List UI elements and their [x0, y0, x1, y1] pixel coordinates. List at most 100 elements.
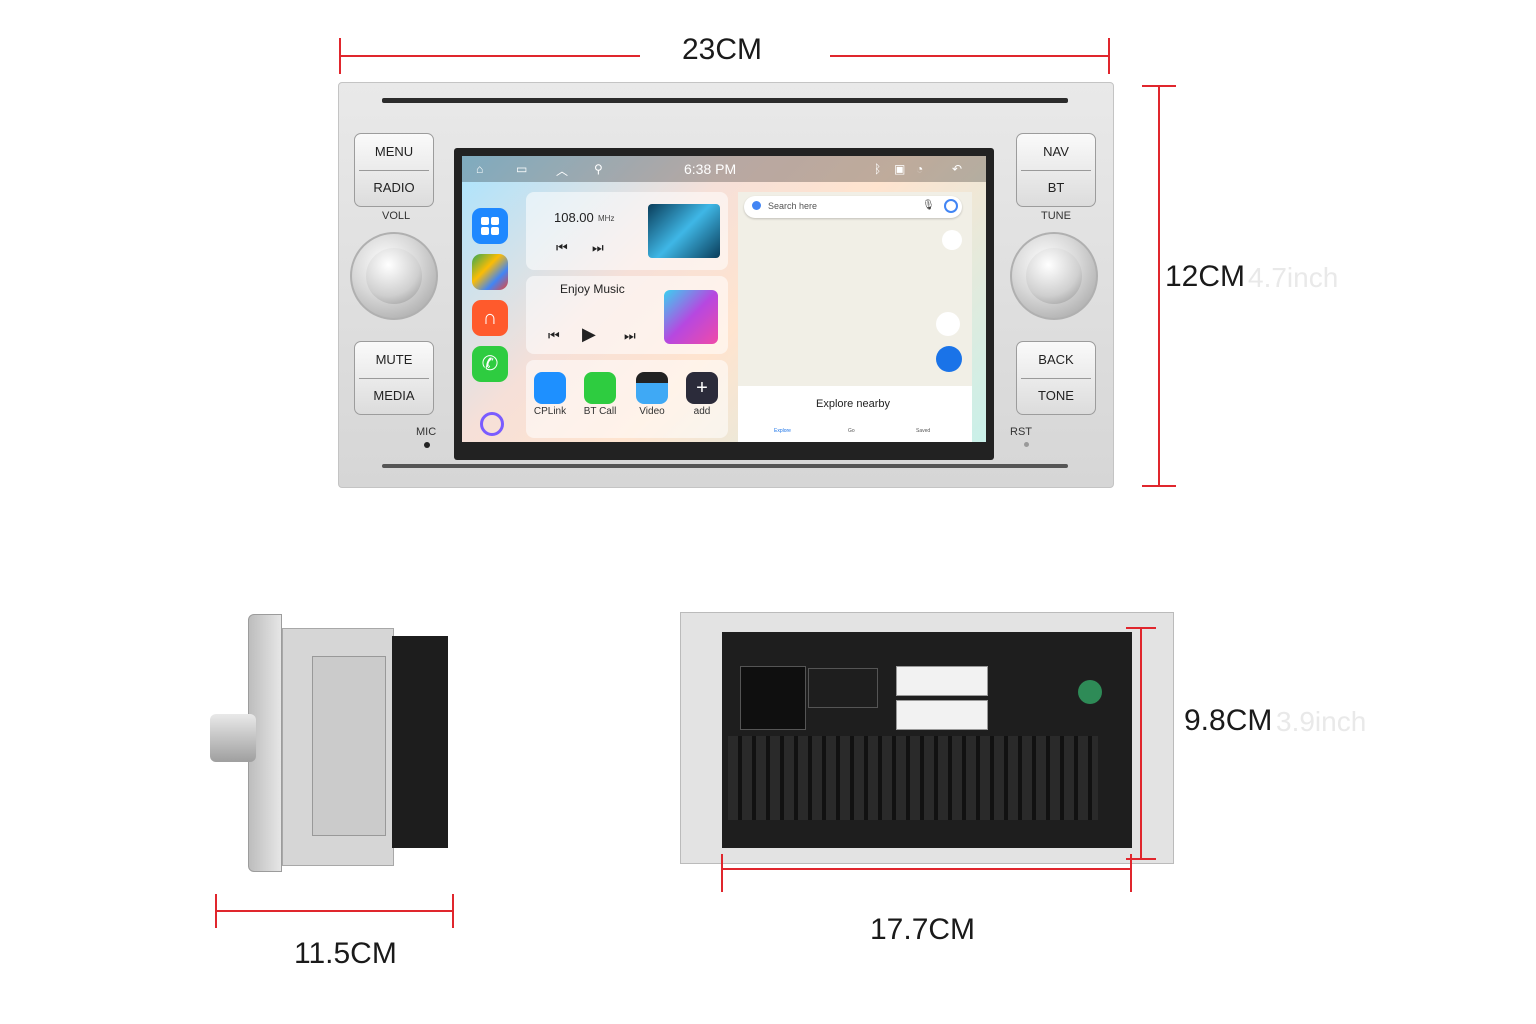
back-label: BACK — [1038, 352, 1074, 367]
media-label: MEDIA — [373, 388, 415, 403]
account-icon[interactable] — [944, 199, 958, 213]
app-label: Video — [639, 406, 665, 417]
depth-dimension-line — [216, 910, 454, 912]
apps-grid-icon[interactable] — [472, 208, 508, 244]
phone-icon — [584, 372, 616, 404]
bt-label: BT — [1047, 180, 1065, 195]
button-divider — [359, 170, 429, 171]
directions-icon[interactable] — [936, 346, 962, 372]
disc-slot-top — [382, 98, 1068, 103]
app-add[interactable]: + add — [684, 372, 720, 417]
wifi-icon: ◔ — [916, 162, 924, 176]
tab-go[interactable]: Go — [848, 428, 855, 434]
layers-icon[interactable] — [942, 230, 962, 250]
rear-height-dimension-line — [1140, 628, 1142, 860]
home-icon[interactable]: ⌂ — [476, 162, 484, 176]
phone-icon[interactable]: ✆ — [472, 346, 508, 382]
mute-media-button[interactable]: MUTE MEDIA — [354, 341, 434, 415]
music-title: Enjoy Music — [560, 282, 625, 296]
search-placeholder: Search here — [768, 201, 818, 211]
app-video[interactable]: Video — [634, 372, 670, 417]
rear-connector-block — [896, 700, 988, 730]
radio-unit: MHz — [598, 214, 615, 223]
tab-explore[interactable]: Explore — [774, 428, 791, 434]
rear-iso-port — [740, 666, 806, 730]
touch-display[interactable]: ⌂ ▭ ︿ ⚲ 6:38 PM ᛒ ▣ ◔ ↶ ∩ ✆ 108.00 MHz ⏮… — [462, 156, 986, 442]
mic-icon[interactable]: 🎙 — [922, 200, 935, 211]
recent-apps-icon[interactable]: ▭ — [516, 162, 528, 176]
radio-widget[interactable]: 108.00 MHz ⏮ ⏭ — [526, 192, 728, 270]
play-icon[interactable]: ▶ — [582, 324, 596, 344]
clapperboard-icon — [636, 372, 668, 404]
height-dimension-tick-top — [1142, 85, 1176, 87]
width-dimension-label: 23CM — [682, 33, 763, 66]
explore-sheet[interactable]: Explore nearby Explore Go Saved — [738, 386, 972, 442]
mute-label: MUTE — [375, 352, 413, 367]
width-dimension-tick-right — [1108, 38, 1110, 74]
rear-height-dimension-tick-bottom — [1126, 858, 1156, 860]
menu-radio-button[interactable]: MENU RADIO — [354, 133, 434, 207]
rear-height-dimension-tick-top — [1126, 627, 1156, 629]
previous-station-icon[interactable]: ⏮ — [556, 240, 568, 255]
reset-hole[interactable] — [1024, 442, 1029, 447]
rear-width-dimension-tick-left — [721, 854, 723, 892]
explore-nearby-label: Explore nearby — [816, 398, 890, 410]
button-divider — [1021, 170, 1091, 171]
app-label: add — [693, 406, 711, 417]
cplink-icon — [534, 372, 566, 404]
music-widget[interactable]: Enjoy Music ⏮ ▶ ⏭ — [526, 276, 728, 354]
depth-dimension-tick-right — [452, 894, 454, 928]
carplay-icon: ▣ — [894, 162, 906, 176]
app-cplink[interactable]: CPLink — [532, 372, 568, 417]
plus-icon: + — [686, 372, 718, 404]
tone-label: TONE — [1038, 388, 1074, 403]
volume-knob-cap — [366, 248, 422, 304]
side-view-heatsink — [392, 636, 448, 848]
radio-frequency: 108.00 — [554, 210, 594, 225]
tune-knob-cap — [1026, 248, 1082, 304]
status-bar: ⌂ ▭ ︿ ⚲ 6:38 PM ᛒ ▣ ◔ ↶ — [462, 156, 986, 182]
nav-bt-button[interactable]: NAV BT — [1016, 133, 1096, 207]
menu-label: MENU — [374, 144, 414, 159]
back-arrow-icon[interactable]: ↶ — [952, 162, 963, 176]
map-panel[interactable]: Search here 🎙 Explore nearby Explore Go … — [738, 192, 972, 442]
next-station-icon[interactable]: ⏭ — [592, 240, 604, 255]
rear-width-dimension-tick-right — [1130, 854, 1132, 892]
rear-connector-block — [896, 666, 988, 696]
app-label: CPLink — [533, 406, 567, 417]
map-search-bar[interactable]: Search here 🎙 — [744, 196, 962, 218]
rear-height-dimension-label: 9.8CM — [1184, 704, 1273, 737]
mic-label: MIC — [416, 426, 437, 438]
maps-icon[interactable] — [472, 254, 508, 290]
album-artwork — [664, 290, 718, 344]
button-divider — [359, 378, 429, 379]
back-tone-button[interactable]: BACK TONE — [1016, 341, 1096, 415]
nav-label: NAV — [1043, 144, 1069, 159]
location-icon[interactable] — [936, 312, 960, 336]
usb-icon: ⚲ — [594, 162, 603, 176]
app-label: BT Call — [583, 406, 617, 417]
side-view-knob — [210, 714, 256, 762]
rear-width-dimension-label: 17.7CM — [870, 913, 976, 946]
previous-track-icon[interactable]: ⏮ — [548, 328, 560, 343]
height-dimension-label: 12CM — [1165, 260, 1246, 293]
tune-knob[interactable] — [1010, 232, 1098, 320]
radio-label: RADIO — [373, 180, 415, 195]
height-inch-ghost-label: 4.7inch — [1248, 262, 1339, 293]
mic-hole — [424, 442, 430, 448]
next-track-icon[interactable]: ⏭ — [624, 328, 636, 343]
app-bt-call[interactable]: BT Call — [582, 372, 618, 417]
assistant-circle-icon[interactable] — [480, 412, 504, 436]
width-dimension-line-right — [830, 55, 1110, 57]
music-headphones-icon[interactable]: ∩ — [472, 300, 508, 336]
radio-artwork — [648, 204, 720, 258]
rear-heatsink-area — [728, 736, 1098, 820]
disc-slot-bottom — [382, 464, 1068, 468]
chevron-up-icon[interactable]: ︿ — [556, 164, 569, 178]
volume-knob[interactable] — [350, 232, 438, 320]
height-dimension-tick-bottom — [1142, 485, 1176, 487]
button-divider — [1021, 378, 1091, 379]
tab-saved[interactable]: Saved — [916, 428, 931, 434]
height-dimension-line — [1158, 86, 1160, 486]
width-dimension-line-left — [340, 55, 640, 57]
